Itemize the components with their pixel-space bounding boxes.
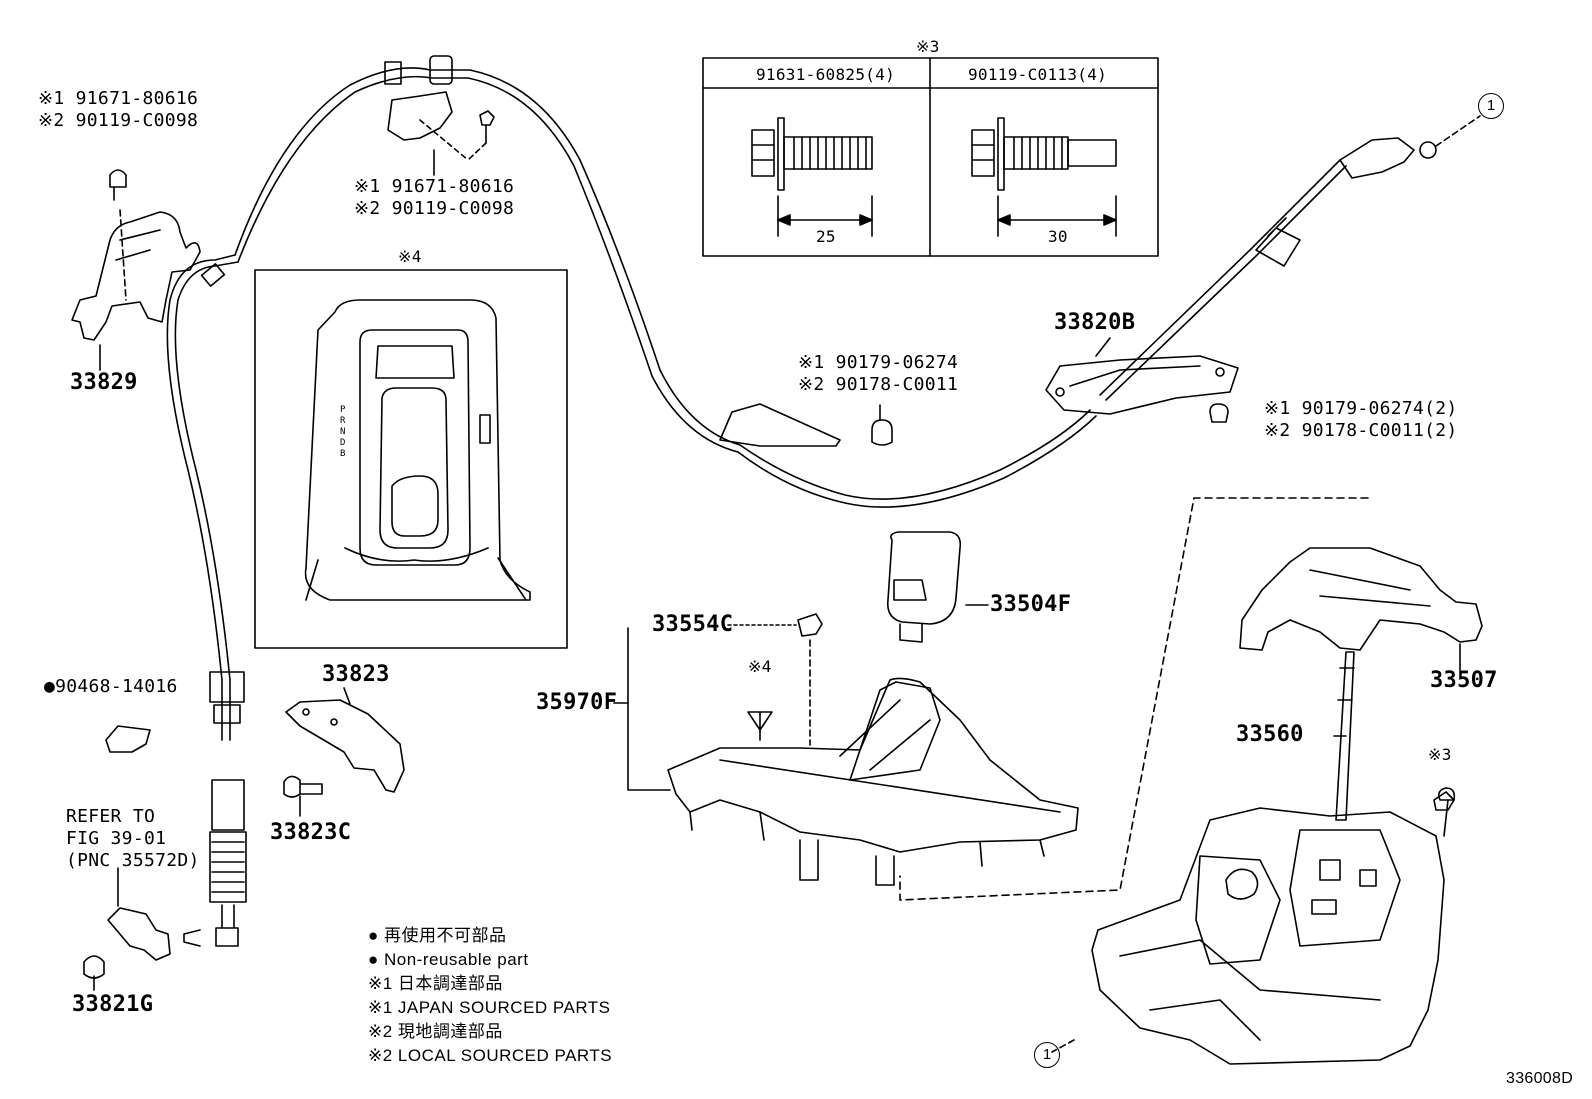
callout-bracket-1: ※1 91671-80616 (354, 176, 515, 197)
part-33504F: 33504F (990, 592, 1072, 617)
part-33823: 33823 (322, 662, 390, 687)
legend-line-3: ※1 日本調達部品 (368, 974, 503, 993)
ref-circle-top: 1 (1478, 93, 1504, 119)
part-33821G (83, 867, 171, 991)
refer-line-2: FIG 39-01 (66, 828, 167, 849)
figure-code: 336008D (1506, 1070, 1574, 1087)
legend-line-6: ※2 LOCAL SOURCED PARTS (368, 1046, 613, 1065)
refer-line-3: (PNC 35572D) (66, 850, 200, 871)
bolt-col1-part: 91631-60825(4) (756, 65, 896, 84)
callout-mid-1: ※1 90179-06274 (798, 352, 959, 373)
legend-line-1: ● 再使用不可部品 (368, 926, 507, 945)
callout-mid-2: ※2 90178-C0011 (798, 374, 959, 395)
part-33823C: 33823C (270, 820, 352, 845)
part-33820B: 33820B (1054, 310, 1136, 335)
gear-letters: PRNDB (340, 405, 346, 459)
part-33554C: 33554C (652, 612, 734, 637)
legend-line-4: ※1 JAPAN SOURCED PARTS (368, 998, 611, 1017)
clip-33554C (727, 613, 823, 746)
console-panel (254, 269, 568, 649)
cable-clip (719, 403, 893, 447)
part-90468: ●90468-14016 (44, 676, 178, 697)
bolt-33823C (283, 775, 323, 817)
shifter-assembly-33560 (1051, 651, 1456, 1065)
legend-line-2: ● Non-reusable part (368, 950, 529, 969)
plate-33820B (1045, 115, 1481, 423)
bolt-col2-length: 30 (1048, 227, 1068, 246)
console-trim-35970F (613, 627, 1079, 886)
cable-bracket-top (387, 91, 495, 176)
bracket-33823 (285, 687, 405, 793)
console-note: ※4 (398, 247, 422, 266)
arrow-note: ※4 (748, 657, 772, 676)
cover-33507 (1239, 547, 1483, 671)
refer-line-1: REFER TO (66, 806, 156, 827)
legend-line-5: ※2 現地調達部品 (368, 1022, 503, 1041)
callout-bracket-2: ※2 90119-C0098 (354, 198, 515, 219)
part-33821G: 33821G (72, 992, 154, 1017)
callout-right-1: ※1 90179-06274(2) (1264, 398, 1458, 419)
bracket-33829 (71, 169, 201, 371)
part-33560: 33560 (1236, 722, 1304, 747)
bolt-table-frame (702, 57, 1159, 257)
clip-90468 (105, 725, 151, 753)
bolt-note3 (1433, 791, 1455, 811)
bolt-col2-part: 90119-C0113(4) (968, 65, 1108, 84)
ref-circle-bottom: 1 (1034, 1042, 1060, 1068)
bolt-col1-length: 25 (816, 227, 836, 246)
callout-right-2: ※2 90178-C0011(2) (1264, 420, 1458, 441)
shift-cable (166, 55, 1347, 947)
callout-top-left-2: ※2 90119-C0098 (38, 110, 199, 131)
bolt-note: ※3 (1428, 745, 1452, 764)
bolt-table-note: ※3 (916, 37, 940, 56)
part-33829: 33829 (70, 370, 138, 395)
part-35970F: 35970F (536, 690, 618, 715)
part-33507: 33507 (1430, 668, 1498, 693)
shift-knob-33504F (886, 531, 989, 643)
callout-top-left-1: ※1 91671-80616 (38, 88, 199, 109)
